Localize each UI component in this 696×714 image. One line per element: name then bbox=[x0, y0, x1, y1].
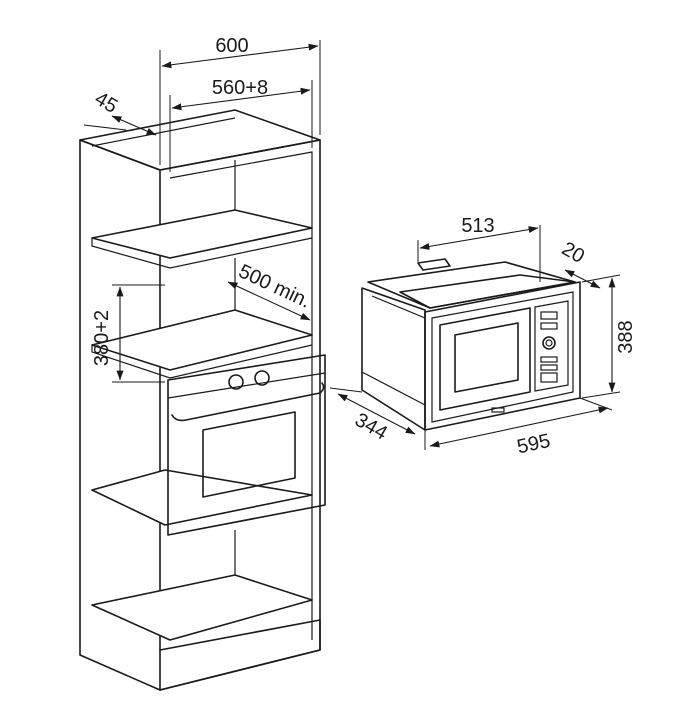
dim-line-500 bbox=[227, 281, 311, 321]
label-cabinet-width: 600 bbox=[215, 35, 248, 57]
microwave-vent bbox=[417, 258, 451, 271]
microwave-button-2 bbox=[540, 356, 558, 363]
label-mw-depth: 513 bbox=[461, 215, 494, 237]
shelf-upper bbox=[91, 209, 313, 259]
microwave-body-base bbox=[361, 371, 426, 406]
dim-line-344 bbox=[337, 393, 416, 435]
label-mw-height: 388 bbox=[615, 320, 637, 353]
cabinet-plinth bbox=[159, 619, 321, 691]
microwave-dimensions: 513 20 388 344 595 bbox=[329, 215, 637, 458]
microwave-door bbox=[439, 307, 531, 411]
oven-control-strip bbox=[167, 372, 326, 399]
microwave-unit bbox=[361, 258, 581, 431]
microwave-button-1 bbox=[540, 322, 558, 330]
label-mw-width: 595 bbox=[515, 430, 552, 458]
microwave-door-release bbox=[540, 372, 558, 383]
oven-handle bbox=[171, 382, 325, 422]
ext-344-left bbox=[329, 387, 363, 393]
label-niche-height: 380+2 bbox=[91, 310, 113, 366]
cabinet-back-top-edge bbox=[91, 117, 236, 147]
oven-front bbox=[167, 354, 326, 536]
shelf-middle-front bbox=[91, 344, 313, 379]
label-niche-depth: 500 min. bbox=[235, 260, 314, 312]
microwave-display bbox=[540, 311, 558, 320]
ext-388-top bbox=[581, 274, 621, 283]
dim-line-513 bbox=[419, 226, 539, 250]
built-in-oven bbox=[167, 354, 326, 536]
shelf-bottom bbox=[91, 574, 313, 641]
cabinet-front-inner bbox=[169, 151, 313, 640]
label-cabinet-side: 45 bbox=[91, 88, 121, 118]
microwave-dial bbox=[542, 336, 556, 350]
shelf-lower bbox=[91, 469, 313, 526]
oven-knob-left bbox=[228, 374, 244, 390]
cabinet-top bbox=[79, 109, 321, 171]
label-mw-body-depth: 344 bbox=[351, 409, 391, 445]
ext-388-bottom bbox=[581, 391, 621, 399]
microwave-dial-inner bbox=[545, 339, 553, 347]
microwave-control-panel bbox=[534, 300, 569, 392]
shelf-upper-front bbox=[91, 237, 313, 269]
dim-line-20 bbox=[564, 269, 601, 289]
microwave-trim-top bbox=[399, 274, 576, 309]
microwave-body-side-inner bbox=[371, 295, 426, 319]
oven-knob-right bbox=[254, 370, 270, 386]
dim-line-595 bbox=[429, 406, 609, 448]
microwave-front-inner bbox=[431, 291, 574, 423]
microwave-button-3 bbox=[540, 364, 558, 371]
microwave-window bbox=[454, 322, 519, 393]
label-frame-depth: 20 bbox=[558, 238, 588, 268]
dim-line-560 bbox=[171, 87, 311, 111]
dim-line-600 bbox=[161, 43, 319, 69]
oven-window bbox=[202, 411, 296, 498]
shelf-middle bbox=[91, 309, 313, 371]
dim-line-45-left bbox=[83, 124, 127, 131]
label-niche-width: 560+8 bbox=[212, 77, 268, 99]
dim-line-45 bbox=[111, 115, 157, 136]
microwave-body-side bbox=[361, 287, 426, 431]
